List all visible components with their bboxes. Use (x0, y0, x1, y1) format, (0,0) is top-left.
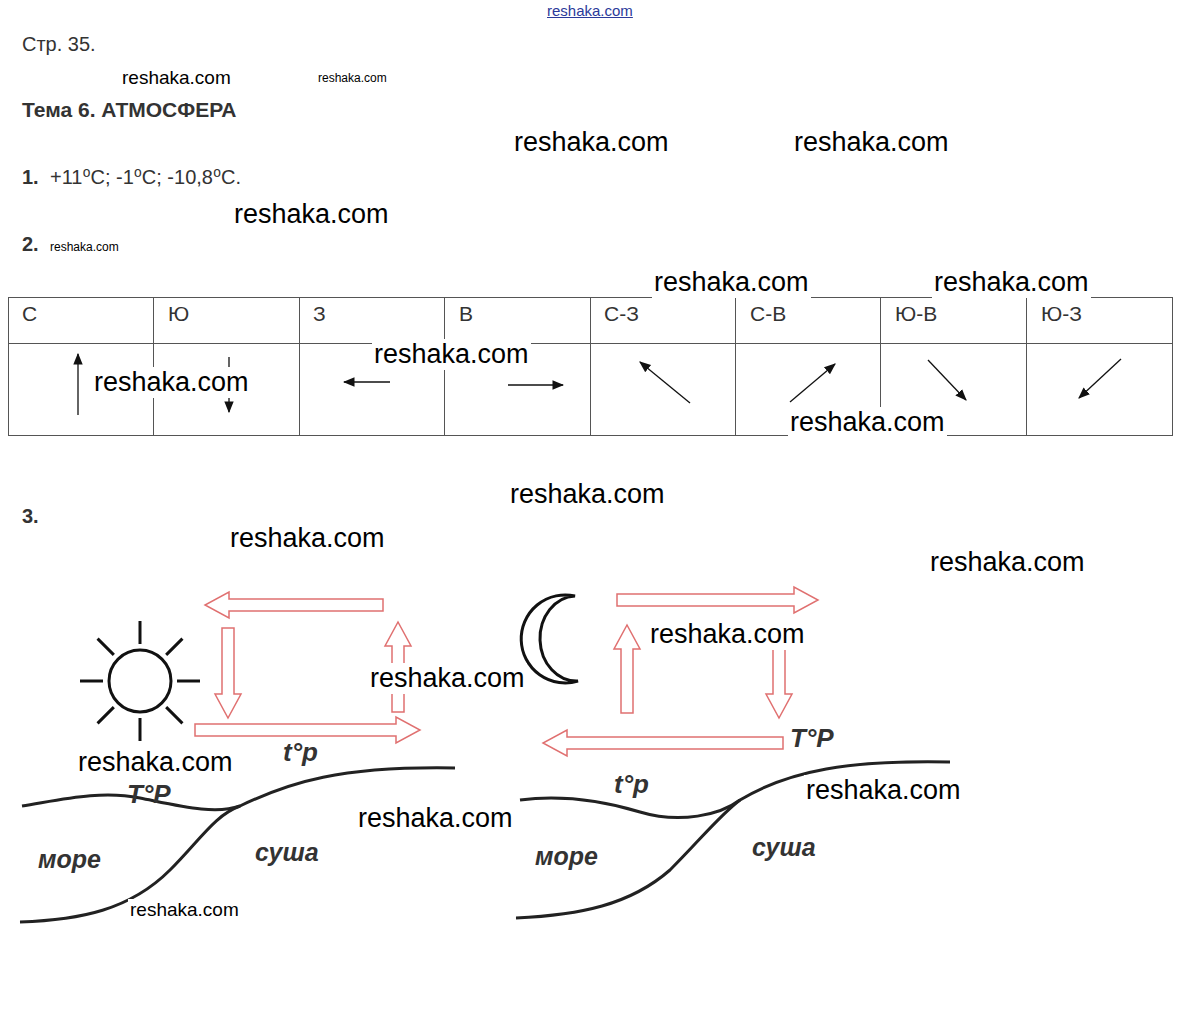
sea-label: море (38, 845, 101, 874)
air-arrow (215, 628, 241, 718)
sun-ray (98, 707, 114, 723)
watermark: reshaka.com (512, 127, 671, 158)
pressure-label: t°p (283, 738, 318, 768)
watermark: reshaka.com (76, 747, 235, 778)
table-line (735, 297, 736, 435)
watermark: reshaka.com (932, 267, 1091, 298)
watermark: reshaka.com (232, 199, 391, 230)
wind-arrow (77, 354, 78, 415)
air-flow-arrows (195, 587, 818, 756)
sun-ray (98, 639, 114, 655)
watermark: reshaka.com (356, 803, 515, 834)
sun-ray (139, 621, 142, 644)
sun-ray (139, 718, 142, 741)
page-number: Стр. 35. (22, 33, 96, 56)
watermark: reshaka.com (545, 2, 635, 19)
air-arrow (205, 592, 383, 618)
watermark: reshaka.com (792, 127, 951, 158)
table-cell: Ю-З (1041, 302, 1082, 326)
watermark: reshaka.com (128, 899, 241, 921)
wind-arrow (928, 360, 966, 400)
table-cell: Ю-В (895, 302, 937, 326)
topic-heading: Тема 6. АТМОСФЕРА (22, 98, 237, 122)
watermark: reshaka.com (48, 241, 121, 255)
air-arrow (614, 625, 640, 713)
air-arrow (617, 587, 818, 613)
table-cell: З (313, 302, 326, 326)
table-line (153, 297, 154, 435)
direction-arrows (78, 354, 1121, 415)
watermark: reshaka.com (316, 72, 389, 86)
land-label: суша (752, 833, 816, 862)
watermark: reshaka.com (788, 407, 947, 438)
wind-arrow (1079, 359, 1121, 398)
table-cell: С (22, 302, 37, 326)
watermark: reshaka.com (804, 775, 963, 806)
answer-text: +11⁰C; -1⁰C; -10,8⁰C. (50, 166, 241, 189)
watermark: reshaka.com (508, 479, 667, 510)
land-label: суша (255, 838, 319, 867)
moon-symbol (521, 595, 578, 683)
table-cell: Ю (168, 302, 189, 326)
sun-ray (177, 680, 200, 683)
table-line (299, 297, 300, 435)
watermark: reshaka.com (120, 67, 233, 89)
sea-label: море (535, 842, 598, 871)
table-cell: С-В (750, 302, 786, 326)
watermark: reshaka.com (372, 339, 531, 370)
sun-ray (166, 639, 182, 655)
watermark: reshaka.com (228, 523, 387, 554)
wind-arrow (640, 362, 690, 403)
task-number: 2. (22, 233, 39, 256)
watermark: reshaka.com (928, 547, 1087, 578)
task-number: 3. (22, 505, 39, 528)
table-line (1026, 297, 1027, 435)
watermark: reshaka.com (368, 663, 527, 694)
table-line (590, 297, 591, 435)
pressure-label: T°P (127, 780, 171, 810)
wind-arrow (344, 381, 390, 382)
watermark: reshaka.com (652, 267, 811, 298)
table-cell: В (459, 302, 473, 326)
pressure-label: t°p (614, 770, 649, 800)
sun-ray (166, 707, 182, 723)
air-arrow (543, 730, 783, 756)
watermark: reshaka.com (648, 619, 807, 650)
table-cell: С-З (604, 302, 639, 326)
sun-symbol (80, 621, 200, 741)
wind-arrow (790, 364, 835, 402)
pressure-label: T°P (790, 724, 834, 754)
watermark: reshaka.com (92, 367, 251, 398)
direction-table (8, 298, 1173, 436)
sun-ray (80, 680, 103, 683)
task-number: 1. (22, 166, 39, 189)
wind-arrow (508, 384, 563, 385)
